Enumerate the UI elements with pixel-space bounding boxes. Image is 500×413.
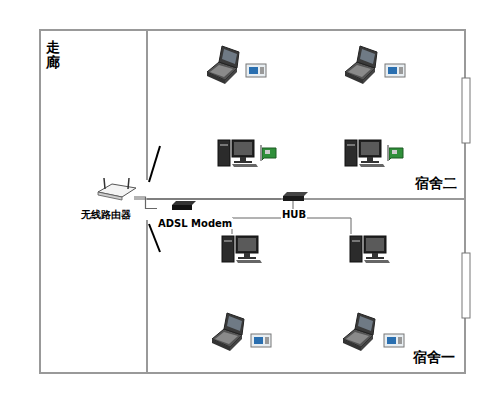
room-label: 宿舍一 [413, 349, 455, 367]
network-cable [134, 197, 157, 209]
device-label: HUB [281, 209, 307, 220]
device-label: 无线路由器 [80, 208, 132, 222]
modem-device: ADSL Modem [157, 201, 236, 224]
room-label: 宿舍二 [415, 175, 457, 193]
device-label: ADSL Modem [157, 218, 233, 229]
network-cable [134, 198, 281, 199]
hub-device: HUB [281, 191, 310, 215]
dorm-region: 宿舍二 [147, 30, 465, 199]
room-label: 走廊 [46, 40, 60, 71]
corridor-region: 走廊 [40, 30, 147, 373]
router-device: 无线路由器 [80, 180, 134, 218]
